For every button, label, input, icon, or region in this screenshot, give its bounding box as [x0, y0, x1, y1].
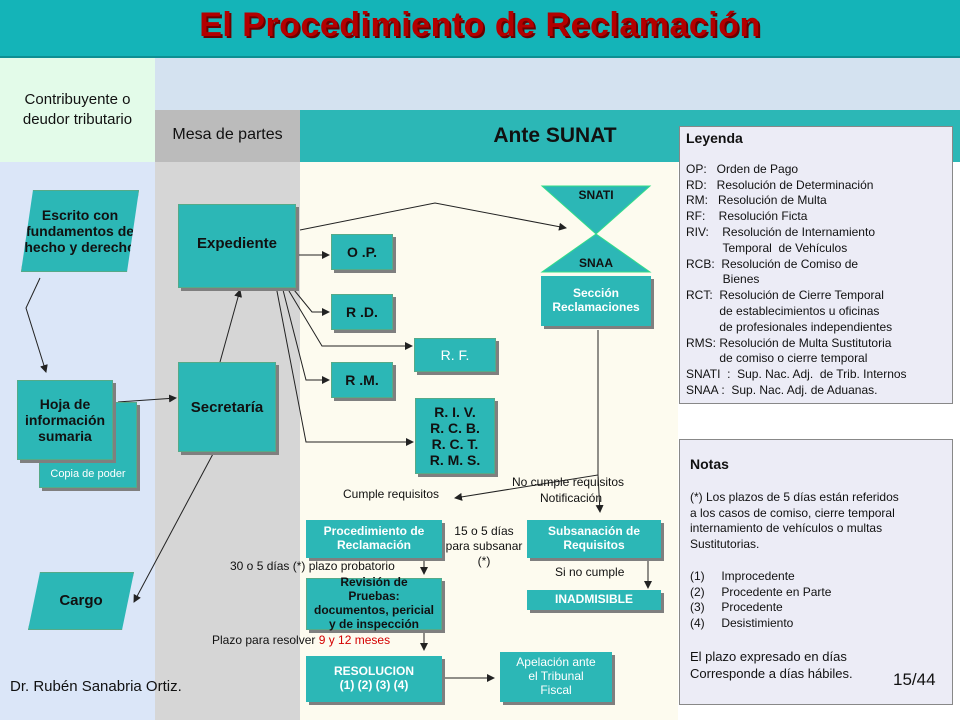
sunat-label: Ante SUNAT — [493, 124, 617, 147]
expediente-node: Expediente — [178, 204, 296, 288]
legend-line: de profesionales independientes — [686, 319, 893, 334]
plazo-probatorio-label: 30 o 5 días (*) plazo probatorio — [230, 559, 395, 573]
legend-line: RF: Resolución Ficta — [686, 209, 808, 224]
legend-line: de comiso o cierre temporal — [686, 351, 868, 366]
escrito-node: Escrito con fundamentos de hecho y derec… — [21, 190, 139, 272]
legend-line: OP: Orden de Pago — [686, 161, 799, 176]
legend-line: RIV: Resolución de Internamiento — [686, 224, 875, 239]
notes-title: Notas — [690, 456, 729, 472]
notes-panel: Notas (*) Los plazos de 5 días están ref… — [679, 439, 953, 705]
legend-line: SNATI : Sup. Nac. Adj. de Trib. Internos — [686, 367, 907, 382]
no-cumple-label: No cumple requisitos — [512, 475, 625, 489]
page-number: 15/44 — [893, 670, 936, 689]
subsanacion-node: Subsanación de Requisitos — [527, 520, 661, 558]
legend-line: de establecimientos u oficinas — [686, 303, 880, 318]
si-no-cumple-label: Si no cumple — [555, 565, 625, 579]
group-node: R. I. V. R. C. B. R. C. T. R. M. S. — [415, 398, 495, 474]
rf-node: R. F. — [414, 338, 496, 372]
contribuyente-label: Contribuyente o deudor tributario — [22, 91, 133, 128]
notes-footer-1: El plazo expresado en días — [690, 648, 847, 664]
author-credit: Dr. Rubén Sanabria Ortiz. — [10, 678, 182, 695]
secretaria-node: Secretaría — [178, 362, 276, 452]
notes-line — [690, 553, 942, 569]
legend-line: SNAA : Sup. Nac. Adj. de Aduanas. — [686, 382, 878, 397]
notes-line: (1) Improcedente — [690, 568, 795, 583]
notes-line: (4) Desistimiento — [690, 616, 794, 631]
legend-line: Bienes — [686, 272, 760, 287]
legend-line: RCB: Resolución de Comiso de — [686, 256, 859, 271]
procedimiento-node: Procedimiento de Reclamación — [306, 520, 442, 558]
legend-line — [686, 146, 946, 162]
notes-lines: (*) Los plazos de 5 días están referidos… — [690, 474, 942, 648]
column-contribuyente-header — [0, 58, 155, 162]
legend-line: Temporal de Vehículos — [686, 240, 848, 255]
column-mesa-header — [155, 110, 300, 162]
revision-node: Revisión de Pruebas: documentos, pericia… — [306, 576, 442, 631]
notes-footer-2: Corresponde a días hábiles. — [690, 665, 853, 681]
notes-line: Sustitutorias. — [690, 537, 760, 552]
notificacion-label: Notificación — [540, 491, 603, 505]
notes-line — [690, 632, 942, 648]
legend-line: RCT: Resolución de Cierre Temporal — [686, 288, 884, 303]
notes-line — [690, 474, 942, 490]
legend-line: RMS: Resolución de Multa Sustitutoria — [686, 335, 892, 350]
page-title: El Procedimiento de Reclamación — [199, 6, 761, 44]
legend-line: RM: Resolución de Multa — [686, 193, 827, 208]
notes-line: (3) Procedente — [690, 600, 783, 615]
notes-line: internamiento de vehículos o multas — [690, 521, 883, 536]
header-spacer — [155, 58, 960, 110]
mesa-label: Mesa de partes — [172, 126, 283, 143]
plazo-resolver-label: Plazo para resolver 9 y 12 meses — [212, 633, 391, 647]
notes-line: a los casos de comiso, cierre temporal — [690, 505, 895, 520]
plazo-subsanar-label: 15 o 5 días para subsanar (*) — [445, 524, 523, 568]
title-bar — [0, 0, 960, 58]
resolucion-node: RESOLUCION (1) (2) (3) (4) — [306, 656, 442, 702]
legend-title: Leyenda — [686, 130, 743, 146]
rm-node: R .M. — [331, 362, 393, 398]
cumple-label: Cumple requisitos — [343, 487, 440, 501]
notes-line: (2) Procedente en Parte — [690, 584, 832, 599]
legend-line: RD: Resolución de Determinación — [686, 177, 874, 192]
hoja-node: Hoja de información sumaria — [17, 380, 113, 460]
apelacion-node: Apelación ante el Tribunal Fiscal — [500, 652, 612, 702]
rd-node: R .D. — [331, 294, 393, 330]
snaa-label: SNAA — [578, 256, 613, 270]
snati-label: SNATI — [578, 188, 614, 202]
seccion-node: Sección Reclamaciones — [541, 276, 651, 326]
inadmisible-node: INADMISIBLE — [527, 590, 661, 610]
cargo-node: Cargo — [28, 572, 134, 630]
notes-line: (*) Los plazos de 5 días están referidos — [690, 489, 899, 504]
op-node: O .P. — [331, 234, 393, 270]
